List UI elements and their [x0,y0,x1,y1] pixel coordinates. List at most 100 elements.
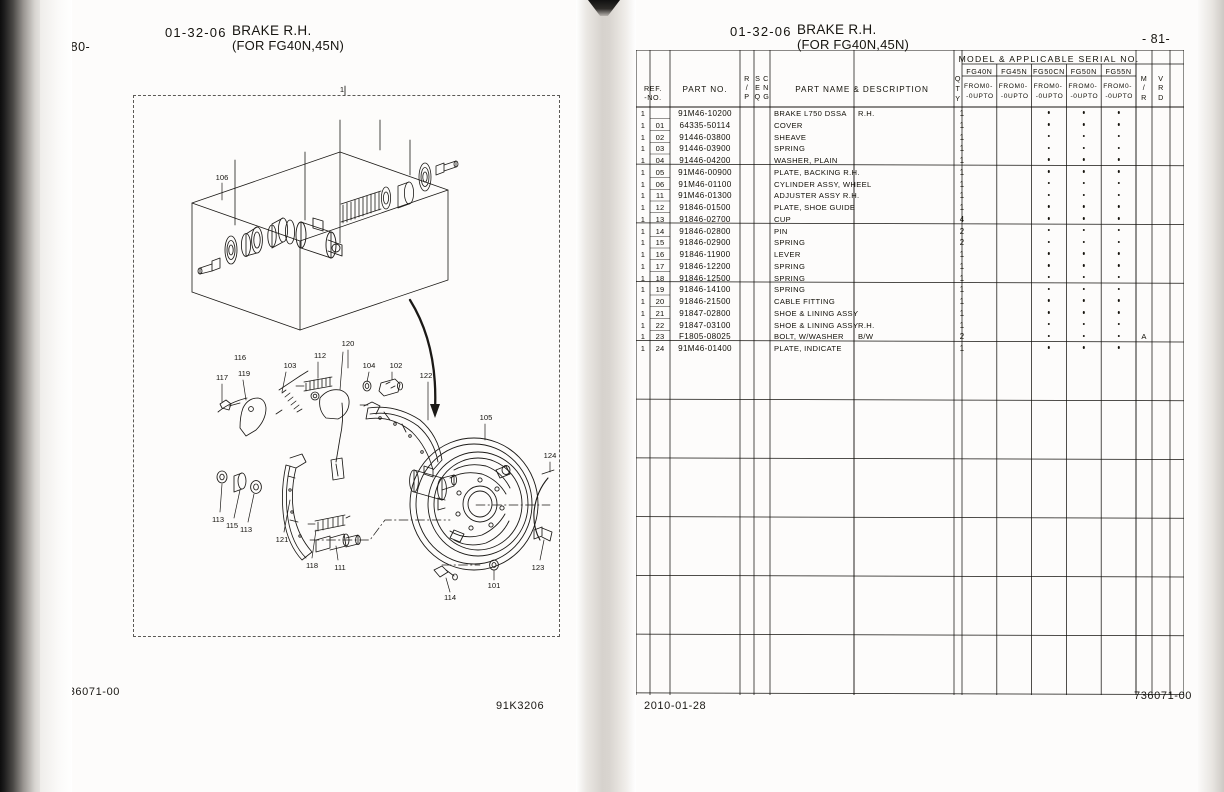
table-cell-part-no: 91446-04200 [679,156,731,166]
table-cell-model-applicable-dot [1082,158,1085,161]
table-cell-part-no: 91846-21500 [679,297,731,307]
table-cell-part-no: 64335-50114 [679,120,731,130]
table-cell-model-applicable-dot [1047,264,1051,267]
table-cell-mr: A [1141,332,1147,342]
table-cell-ref-b: 20 [655,297,665,307]
table-cell-model-applicable-dot [1117,134,1120,138]
table-cell-part-no: 91846-02700 [679,214,731,224]
table-cell-model-applicable-dot [1047,193,1051,197]
table-cell-qty: 1 [959,179,965,189]
table-cell-model-applicable-dot [1082,252,1085,255]
table-cell-ref-a: 1 [640,297,646,307]
table-cell-model-applicable-dot [1047,252,1051,255]
table-header-vrd: D [1158,93,1164,102]
table-cell-ref-b: 06 [655,179,665,189]
table-header-model-from: FROM0- [998,83,1028,90]
table-header-ref-no: -NO. [644,93,662,102]
table-cell-ref-b: 11 [655,191,665,201]
table-cell-model-applicable-dot [1117,158,1120,161]
table-cell-ref-b: 17 [655,261,665,271]
table-cell-qty: 1 [959,120,965,130]
table-cell-ref-b: 21 [655,308,665,318]
table-cell-model-applicable-dot [1082,170,1085,173]
table-header-model-from: FROM0- [1033,83,1063,90]
table-cell-ref-b: 22 [655,320,665,330]
table-cell-qty: 2 [959,238,965,248]
table-cell-qty: 1 [959,144,965,154]
table-cell-qty: 1 [959,250,965,260]
table-cell-model-applicable-dot [1082,264,1085,267]
table-cell-model-applicable-dot [1047,346,1051,349]
table-header-model-name: FG55N [1105,67,1132,76]
table-cell-ref-a: 1 [640,285,646,295]
table-cell-ref-a: 1 [640,191,646,201]
table-cell-model-applicable-dot [1082,181,1085,185]
table-cell-qty: 1 [959,156,965,166]
table-cell-model-applicable-dot [1047,217,1051,220]
table-header-model-upto: -0UPTO [1105,93,1133,100]
table-header-model-from: FROM0- [1103,83,1133,90]
table-header-model-upto: -0UPTO [966,93,994,100]
table-cell-part-no: 91M46-10200 [678,109,732,119]
table-header-part-name: PART NAME & DESCRIPTION [795,85,929,94]
table-cell-part-name: WASHER, PLAIN [774,156,838,166]
table-cell-description: B/W [858,332,874,342]
table-cell-qty: 1 [959,308,965,318]
table-cell-part-no: 91846-12500 [679,273,731,283]
table-cell-part-name: BRAKE L750 DSSA [774,109,847,119]
table-header-mr: / [1142,83,1146,92]
table-cell-part-name: SPRING [774,261,806,271]
table-cell-part-no: 91M46-00900 [678,167,732,177]
table-cell-model-applicable-dot [1047,240,1051,244]
table-cell-part-name: CABLE FITTING [774,297,836,307]
table-cell-model-applicable-dot [1047,205,1051,208]
page-edge-right [1198,0,1224,792]
table-cell-ref-b: 13 [655,214,665,224]
table-cell-model-applicable-dot [1082,193,1085,197]
table-header-seng: S C [755,74,769,83]
table-cell-ref-a: 1 [640,167,646,177]
table-cell-model-applicable-dot [1047,111,1051,114]
table-cell-model-applicable-dot [1082,287,1085,291]
table-cell-qty: 4 [959,214,965,224]
table-cell-part-name: LEVER [774,250,801,260]
table-header-ref-no: REF. [644,84,662,93]
table-cell-model-applicable-dot [1117,181,1120,185]
table-cell-qty: 1 [959,191,965,201]
table-cell-model-applicable-dot [1082,275,1085,279]
table-header-model-upto: -0UPTO [1000,93,1029,100]
left-footer-drawing-no: 736071-00 [62,686,121,698]
table-header-mr: R [1141,93,1147,102]
table-cell-part-name: PIN [774,226,788,236]
table-header-qty: Y [955,94,961,103]
table-cell-part-name: SPRING [774,144,806,154]
table-cell-model-applicable-dot [1117,334,1120,338]
table-cell-part-no: 91446-03900 [679,144,731,154]
table-header-rp: R [744,74,750,83]
table-cell-ref-b: 24 [655,344,665,354]
table-cell-ref-b: 15 [655,238,665,248]
table-cell-part-name: SPRING [774,285,806,295]
table-cell-model-applicable-dot [1117,252,1120,255]
table-cell-qty: 2 [959,332,965,342]
right-page-subtitle: (FOR FG40N,45N) [797,37,910,52]
table-header-model-name: FG45N [1001,67,1028,76]
table-header-vrd: V [1158,74,1164,83]
table-cell-model-applicable-dot [1117,240,1120,244]
table-cell-ref-b: 02 [655,132,665,142]
table-cell-ref-a: 1 [640,120,646,130]
left-footer-code: 91K3206 [496,700,545,712]
table-cell-ref-a: 1 [640,320,646,330]
binding-shadow-left [0,0,46,792]
table-cell-part-name: PLATE, INDICATE [774,344,842,354]
table-grid [636,50,1184,695]
table-cell-part-no: 91446-03800 [679,132,731,142]
table-cell-part-no: 91846-01500 [679,203,731,213]
table-cell-model-applicable-dot [1082,205,1085,208]
table-cell-model-applicable-dot [1082,217,1085,220]
table-header-part-no: PART NO. [682,85,728,94]
table-cell-model-applicable-dot [1047,123,1051,126]
table-cell-part-no: 91846-12200 [679,261,731,271]
table-cell-model-applicable-dot [1082,240,1085,244]
